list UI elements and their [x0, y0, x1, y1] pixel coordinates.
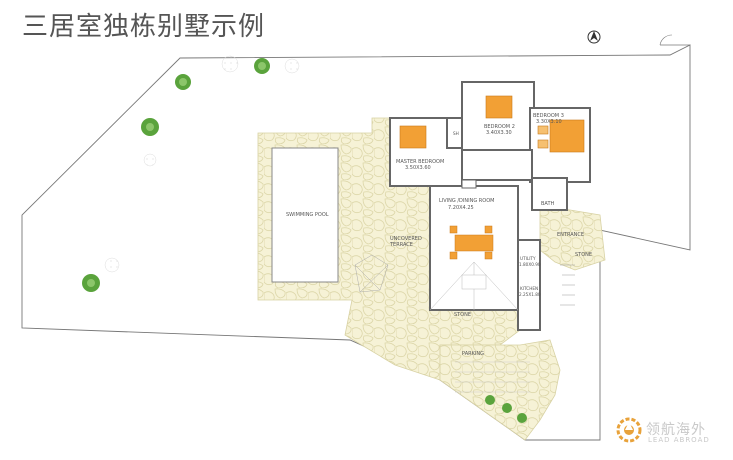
beds [399, 95, 585, 153]
dining-furniture [449, 225, 494, 290]
bedroom3-size: 3.30X3.10 [536, 119, 562, 125]
bedroom2-name: BEDROOM 2 [484, 124, 515, 130]
terrace-pergola [354, 254, 389, 293]
master-name: MASTER BEDROOM [396, 159, 444, 165]
logo-gear-icon [616, 417, 642, 443]
parking-stripes [455, 361, 530, 393]
kitchen-name: KITCHEN [520, 286, 538, 291]
utility-size: 1.80X0.90 [519, 262, 541, 267]
terrace-label-1: UNCOVERED [390, 236, 422, 242]
kitchen-size: 2.25X1.80 [519, 292, 541, 297]
bedroom2-size: 3.40X3.30 [486, 130, 512, 136]
page-title: 三居室独栋别墅示例 [22, 12, 266, 42]
trees [82, 55, 527, 423]
logo-text-en: LEAD ABROAD [648, 436, 710, 444]
north-arrow-icon [587, 30, 601, 44]
pool-label: SWIMMING POOL [286, 212, 329, 218]
living-size: 7.20X4.25 [448, 205, 474, 211]
master-size: 3.50X3.60 [405, 165, 431, 171]
site-boundary [21, 44, 691, 441]
parking-label: PARKING [462, 351, 484, 357]
stone-right-label: STONE [575, 252, 592, 258]
utility-name: UTILITY [520, 256, 536, 261]
bath-label: BATH [541, 201, 555, 207]
stone-bottom-label: STONE [454, 312, 471, 318]
living-name: LIVING /DINING ROOM [439, 198, 494, 204]
swimming-pool [271, 147, 339, 283]
entrance-steps [560, 264, 575, 306]
terrace-label-2: TERRACE [389, 242, 413, 248]
logo-text-cn: 领航海外 [646, 422, 706, 438]
sh-label: SH [453, 131, 459, 136]
bedroom3-name: BEDROOM 3 [533, 113, 564, 119]
fireplace [461, 179, 477, 189]
entrance-label: ENTRANCE [557, 232, 584, 238]
